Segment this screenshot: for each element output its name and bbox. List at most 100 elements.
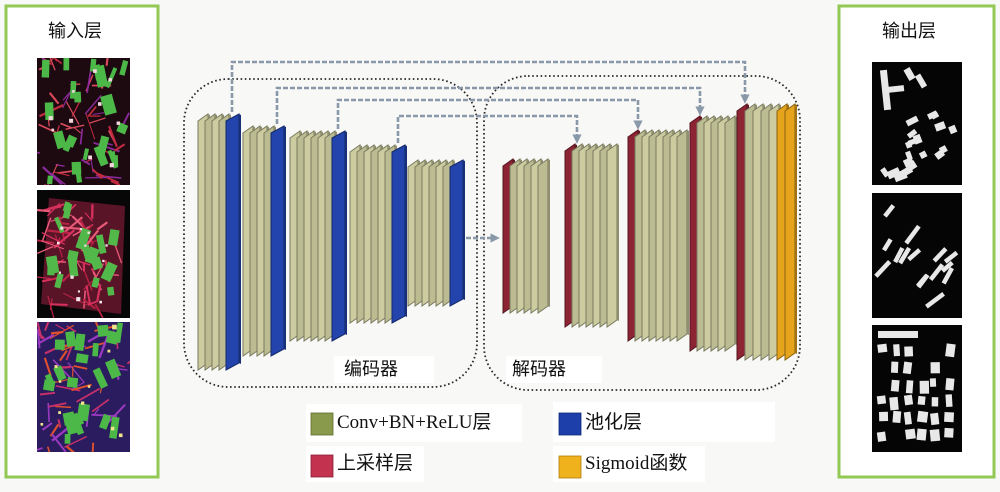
legend-swatch-sigmoid [558,455,582,479]
building-block [100,261,118,283]
road-line [63,292,88,306]
road-line [92,408,100,417]
building-block [116,122,129,135]
road-line [41,240,65,250]
decoder-stage-2 [564,143,619,328]
bright-speck [110,426,115,431]
encoder-stage-4 [349,144,407,324]
building-mask-shape [902,361,913,375]
road-line [55,324,67,331]
road-line [64,435,88,448]
building-block [44,102,54,121]
building-mask-shape [945,377,955,391]
building-mask-shape [943,250,959,264]
building-block [54,339,65,350]
road-line [84,212,93,222]
pooling-slab-edge [284,126,286,350]
legend-label-upsample: 上采样层 [337,453,414,474]
road-line [50,330,64,335]
building-mask-shape [916,428,927,441]
road-line [54,234,63,258]
bright-speck [58,380,62,383]
conv-bn-relu-slab-edge [617,144,619,321]
road-line [55,405,72,409]
encoder-label: 编码器 [334,356,434,383]
bright-speck [99,300,102,304]
bright-speck [77,290,80,293]
pooling-slab-edge [463,160,465,300]
building-mask-shape [932,247,948,263]
road-line [47,229,71,235]
building-mask-shape [919,380,930,394]
legend-swatch-pool [558,412,582,436]
road-line [67,362,85,384]
bright-speck [40,423,44,426]
building-block [63,58,70,71]
skip-connection-3 [336,98,643,130]
building-block [96,135,110,158]
encoder-stage-3 [289,130,347,342]
bright-speck [58,271,61,274]
building-mask-shape [928,263,945,282]
bright-speck [72,90,75,93]
bright-speck [116,121,120,125]
road-line [96,221,108,231]
building-mask-shape [877,343,888,353]
building-block [71,161,82,175]
building-mask-shape [948,124,958,135]
building-mask-shape [905,115,919,127]
road-line [42,166,63,185]
bright-speck [108,78,112,82]
building-mask-shape [890,379,900,392]
building-block [67,256,79,277]
building-mask-shape [878,411,889,422]
bright-speck [109,163,114,168]
bright-speck [102,259,105,263]
bright-speck [93,69,97,73]
building-mask-shape [876,395,887,405]
road-line [41,422,53,431]
skip-connection-4 [396,114,582,144]
building-mask-shape [904,346,914,357]
road-line [96,284,102,303]
road-line [85,285,92,305]
building-block [95,234,107,255]
road-line [105,58,109,66]
building-block [64,433,71,444]
building-mask-shape [889,396,899,411]
building-block [75,171,83,183]
building-block [74,333,86,351]
building-mask-shape [934,121,947,132]
building-mask-shape [914,73,928,89]
building-mask-shape [941,266,954,285]
bright-speck [76,297,81,302]
pooling-slab-edge [239,114,241,364]
building-mask-shape [898,246,912,265]
bright-speck [60,226,64,230]
conv-bn-relu-slab [724,115,736,352]
sigmoid-slab-edge [795,104,797,354]
road-line [49,58,56,71]
road-line [37,328,41,349]
road-line [94,303,104,318]
legend [306,402,775,482]
building-block [47,257,56,276]
building-block [84,246,100,265]
road-line [61,222,70,226]
output-image-2 [872,193,962,318]
building-block [91,276,100,289]
input-image-2 [37,190,130,318]
bright-speck [58,411,61,414]
building-mask-shape [930,412,940,426]
road-line [62,216,83,234]
building-block [92,342,99,357]
road-line [65,101,80,125]
building-mask-shape [907,160,918,171]
road-line [43,205,62,212]
building-mask-shape [944,427,954,438]
building-mask-shape [903,411,912,425]
building-mask-shape [903,67,916,81]
conv-bn-relu-slab [676,129,688,342]
road-line [73,127,82,134]
